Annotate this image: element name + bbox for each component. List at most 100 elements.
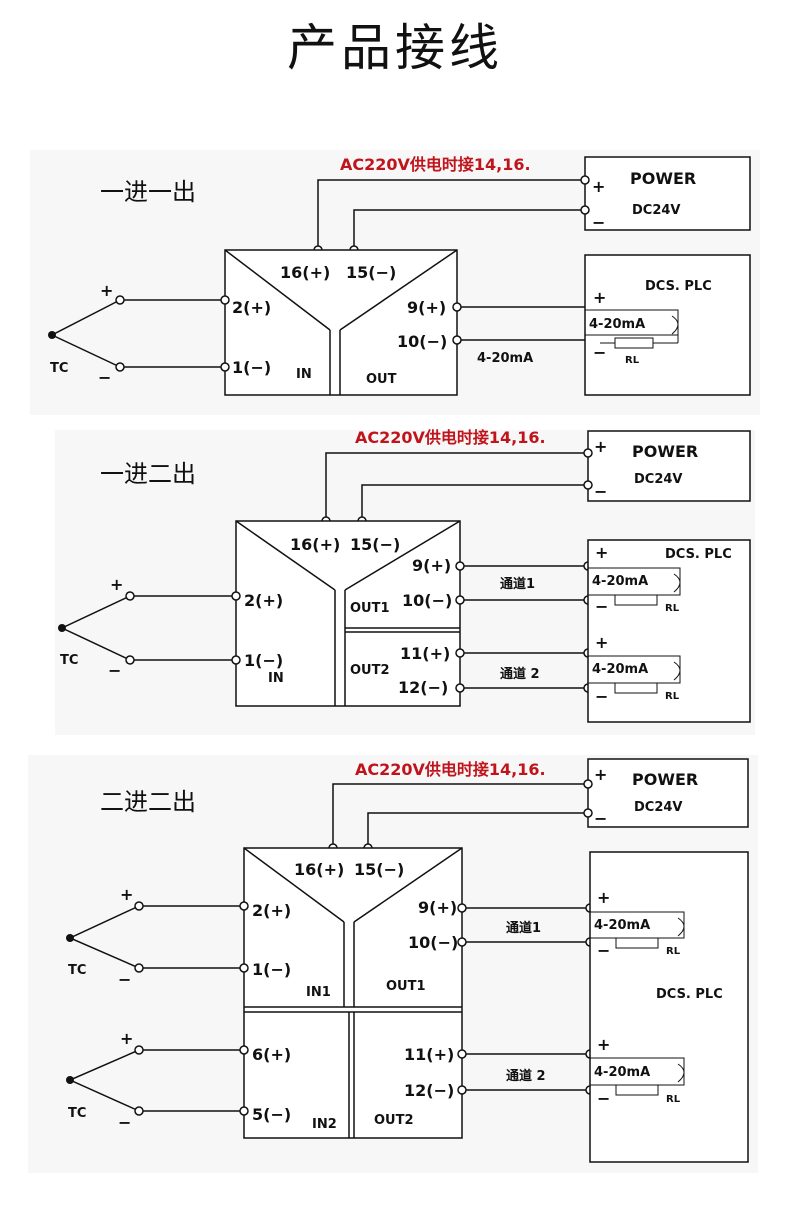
- terminal-9: 9(+): [407, 298, 446, 317]
- terminal-1: 1(−): [232, 358, 271, 377]
- in1-label: IN1: [306, 985, 331, 1000]
- out2-label: OUT2: [350, 663, 390, 678]
- plus-sign: +: [592, 177, 605, 196]
- out-label: OUT: [366, 372, 397, 387]
- dcs-plc-label: DCS. PLC: [645, 279, 712, 294]
- dc24v-label: DC24V: [634, 472, 682, 487]
- current-label: 4-20mA: [594, 918, 650, 933]
- dcs-minus: −: [595, 687, 608, 706]
- page-title: 产品接线: [287, 19, 503, 77]
- tc-minus: −: [118, 1113, 131, 1132]
- power-box: [584, 156, 751, 231]
- dcs-minus: −: [595, 597, 608, 616]
- signal-label: 4-20mA: [477, 351, 533, 366]
- module-body: [243, 847, 463, 1139]
- out1-label: OUT1: [350, 601, 390, 616]
- tc-minus: −: [118, 970, 131, 989]
- tc-label: TC: [68, 963, 86, 978]
- power-box: [587, 430, 751, 502]
- tc-plus: +: [120, 1029, 133, 1048]
- current-label: 4-20mA: [589, 317, 645, 332]
- rl-label: RL: [665, 603, 680, 614]
- power-note: AC220V供电时接14,16.: [340, 155, 531, 174]
- tc-label: TC: [60, 653, 78, 668]
- terminal-9: 9(+): [418, 898, 457, 917]
- terminal-16: 16(+): [280, 263, 330, 282]
- minus-sign: −: [594, 809, 607, 828]
- dcs-plus: +: [595, 633, 608, 652]
- channel1-label: 通道1: [506, 920, 541, 936]
- in-label: IN: [268, 671, 284, 686]
- terminal-16: 16(+): [294, 860, 344, 879]
- module-body: [235, 520, 461, 707]
- rl-label: RL: [666, 1094, 681, 1105]
- module-body: [224, 249, 458, 396]
- diagram-label: 一进一出: [100, 178, 196, 206]
- power-label: POWER: [630, 169, 696, 188]
- in-label: IN: [296, 367, 312, 382]
- terminal-9: 9(+): [412, 556, 451, 575]
- rl-label: RL: [625, 355, 640, 366]
- out1-label: OUT1: [386, 979, 426, 994]
- terminal-16: 16(+): [290, 535, 340, 554]
- terminal-2: 2(+): [252, 901, 291, 920]
- dcs-plc-label: DCS. PLC: [665, 547, 732, 562]
- power-note: AC220V供电时接14,16.: [355, 760, 546, 779]
- minus-sign: −: [594, 482, 607, 501]
- dcs-minus: −: [593, 343, 606, 362]
- dcs-plc-label: DCS. PLC: [656, 987, 723, 1002]
- terminal-6: 6(+): [252, 1045, 291, 1064]
- terminal-15: 15(−): [350, 535, 400, 554]
- dcs-plus: +: [597, 888, 610, 907]
- dc24v-label: DC24V: [632, 203, 680, 218]
- dcs-plc-box: [584, 254, 751, 396]
- rl-label: RL: [665, 691, 680, 702]
- terminal-15: 15(−): [346, 263, 396, 282]
- dcs-plus: +: [597, 1035, 610, 1054]
- power-label: POWER: [632, 442, 698, 461]
- terminal-10: 10(−): [397, 332, 447, 351]
- terminal-1: 1(−): [252, 960, 291, 979]
- current-label: 4-20mA: [592, 662, 648, 677]
- tc-minus: −: [108, 661, 121, 680]
- dcs-minus: −: [597, 1089, 610, 1108]
- diagram-one-in-one-out: 一进一出 AC220V供电时接14,16. POWER DC24V + − 16…: [30, 150, 760, 415]
- diagram-two-in-two-out: 二进二出 AC220V供电时接14,16. POWER DC24V + − 16…: [28, 755, 758, 1173]
- terminal-1: 1(−): [244, 651, 283, 670]
- terminal-10: 10(−): [402, 591, 452, 610]
- current-label: 4-20mA: [594, 1065, 650, 1080]
- current-label: 4-20mA: [592, 574, 648, 589]
- minus-sign: −: [592, 213, 605, 232]
- dcs-plus: +: [593, 288, 606, 307]
- channel2-label: 通道 2: [506, 1068, 546, 1084]
- tc-plus: +: [100, 281, 113, 300]
- diagram-label: 一进二出: [100, 460, 196, 488]
- dcs-plus: +: [595, 543, 608, 562]
- terminal-12: 12(−): [398, 678, 448, 697]
- channel2-label: 通道 2: [500, 666, 540, 682]
- tc-plus: +: [120, 885, 133, 904]
- power-box: [587, 758, 749, 828]
- dc24v-label: DC24V: [634, 800, 682, 815]
- tc-label: TC: [50, 361, 68, 376]
- terminal-11: 11(+): [400, 644, 450, 663]
- plus-sign: +: [594, 437, 607, 456]
- dcs-plc-box: [589, 851, 749, 1163]
- tc-minus: −: [98, 368, 111, 387]
- in2-label: IN2: [312, 1117, 337, 1132]
- out2-label: OUT2: [374, 1113, 414, 1128]
- terminal-5: 5(−): [252, 1105, 291, 1124]
- dcs-minus: −: [597, 941, 610, 960]
- diagram-label: 二进二出: [100, 788, 196, 816]
- diagram-one-in-two-out: 一进二出 AC220V供电时接14,16. POWER DC24V + − 16…: [55, 428, 755, 735]
- tc-plus: +: [110, 575, 123, 594]
- tc-label: TC: [68, 1106, 86, 1121]
- terminal-10: 10(−): [408, 933, 458, 952]
- rl-label: RL: [666, 946, 681, 957]
- plus-sign: +: [594, 765, 607, 784]
- terminal-12: 12(−): [404, 1081, 454, 1100]
- power-label: POWER: [632, 770, 698, 789]
- terminal-2: 2(+): [232, 298, 271, 317]
- terminal-2: 2(+): [244, 591, 283, 610]
